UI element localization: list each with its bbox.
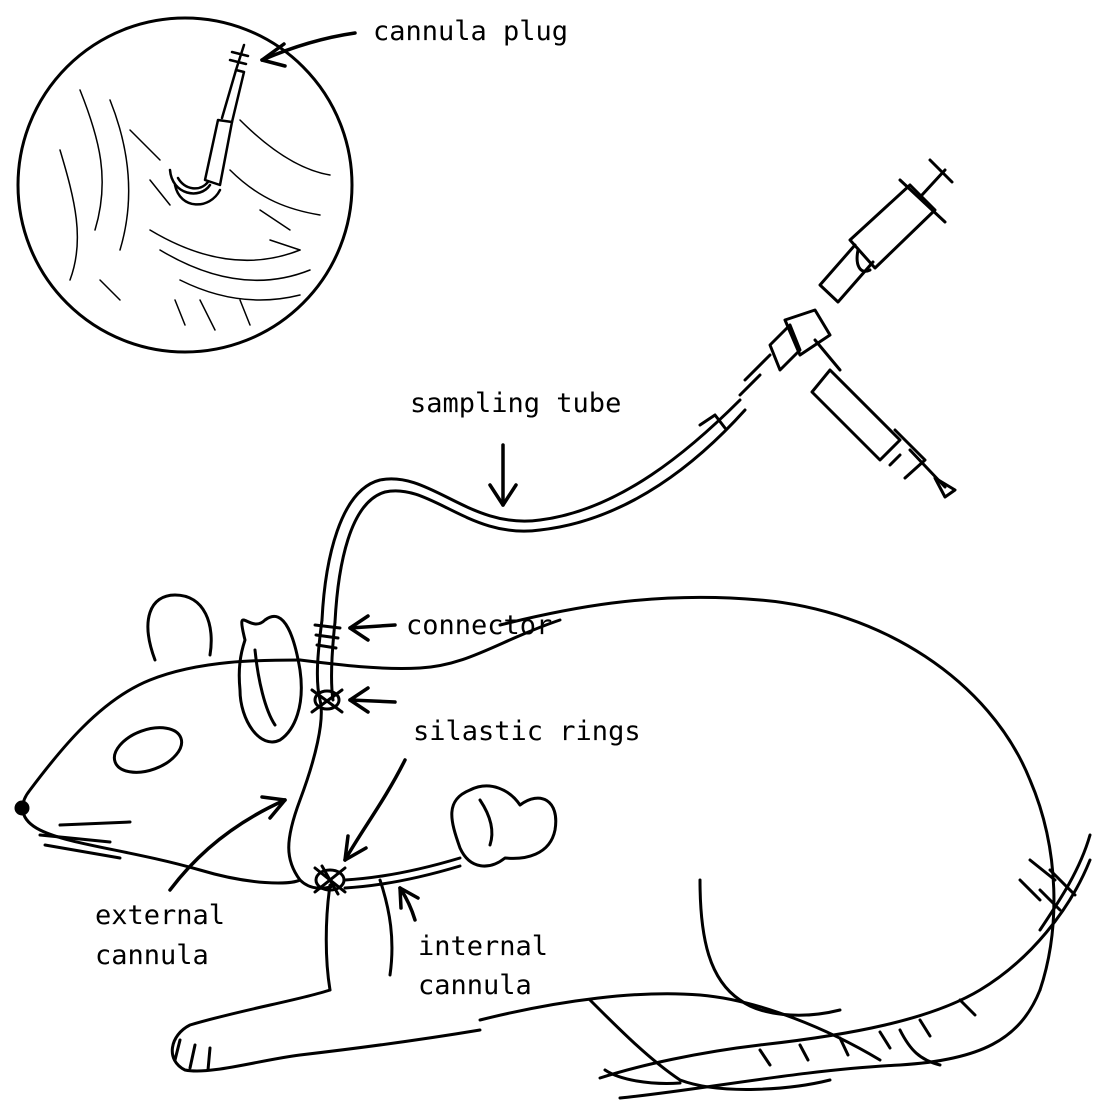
arrow-silastic-upper <box>350 688 395 712</box>
arrow-silastic-lower <box>345 760 405 860</box>
label-external-cannula-line1: external <box>95 900 225 931</box>
inset-fur-strokes <box>60 90 330 330</box>
silastic-rings-upper <box>312 690 342 712</box>
lower-syringe <box>812 370 955 497</box>
upper-syringe <box>820 160 952 302</box>
label-cannula-plug: cannula plug <box>373 16 568 47</box>
arrow-connector <box>350 616 395 640</box>
sampling-tube <box>322 400 745 622</box>
rat-front-leg <box>172 990 480 1071</box>
rat-back <box>500 597 1054 990</box>
stopcock <box>740 310 840 395</box>
label-sampling-tube: sampling tube <box>410 388 621 419</box>
rat-eye <box>108 719 187 781</box>
rat-hind-leg <box>700 880 840 1015</box>
arrow-sampling-tube <box>490 445 516 505</box>
silastic-rings-lower <box>315 866 345 894</box>
cannula-plug-inset <box>18 18 352 352</box>
label-silastic-rings: silastic rings <box>413 716 641 747</box>
rat-outline <box>16 595 1090 1098</box>
connector-knot <box>315 625 340 648</box>
internal-cannula <box>345 858 460 888</box>
annotation-arrows <box>170 33 516 920</box>
arrow-cannula-plug <box>262 33 355 66</box>
label-internal-cannula-line2: cannula <box>418 970 532 1001</box>
diagram-labels: cannula plug sampling tube connector sil… <box>95 16 641 1001</box>
label-external-cannula-line2: cannula <box>95 940 209 971</box>
arrow-internal-cannula <box>400 888 418 920</box>
cannula-plug-tube <box>170 45 248 204</box>
rat-ear-back <box>148 595 211 660</box>
rat-ear-front <box>239 616 301 742</box>
syringe-assembly <box>740 160 955 497</box>
label-connector: connector <box>406 610 552 641</box>
heart <box>452 786 556 866</box>
rat-nose <box>16 802 28 814</box>
label-internal-cannula-line1: internal <box>418 931 548 962</box>
